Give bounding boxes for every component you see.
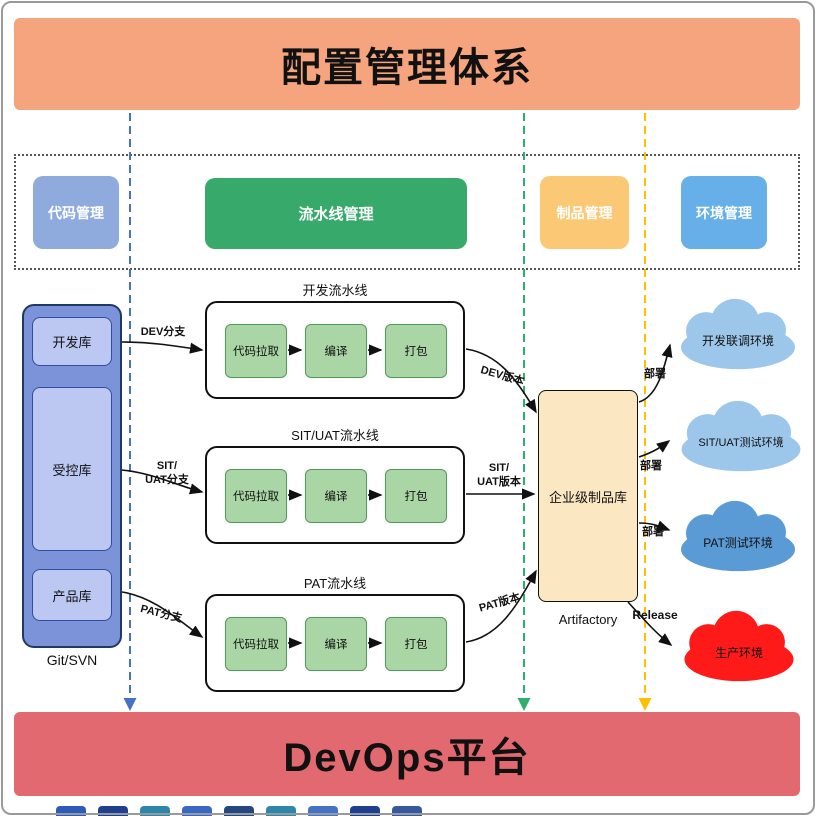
lane-arrow-pipeline bbox=[517, 698, 531, 711]
badge-label: 代码管理 bbox=[48, 204, 104, 221]
env-label: SIT/UAT测试环境 bbox=[698, 437, 784, 449]
repo-product-library: 产品库 bbox=[32, 569, 112, 621]
artifactory-label: Artifactory bbox=[558, 612, 618, 627]
step-code-pull: 代码拉取 bbox=[225, 324, 287, 378]
step-compile: 编译 bbox=[305, 469, 367, 523]
badge-label: 流水线管理 bbox=[298, 206, 374, 223]
badge-label: 制品管理 bbox=[556, 204, 613, 221]
step-code-pull: 代码拉取 bbox=[225, 469, 287, 523]
step-code-pull: 代码拉取 bbox=[225, 617, 287, 671]
arrow-dev-branch bbox=[121, 341, 204, 354]
deploy-label-pat: 部署 bbox=[642, 526, 664, 538]
env-dev-integration-cloud: 开发联调环境 bbox=[668, 296, 808, 372]
git-svn-label: Git/SVN bbox=[46, 652, 98, 668]
repo-dev-library: 开发库 bbox=[32, 317, 112, 366]
cloud-icon bbox=[681, 298, 795, 370]
deploy-label-situat: 部署 bbox=[640, 460, 662, 472]
release-label: Release bbox=[632, 608, 678, 622]
step-package: 打包 bbox=[385, 617, 447, 671]
pipeline-dev: 代码拉取 编译 打包 bbox=[205, 301, 465, 399]
env-label: 开发联调环境 bbox=[701, 333, 774, 348]
step-compile: 编译 bbox=[305, 324, 367, 378]
badge-pipeline-management: 流水线管理 bbox=[205, 178, 467, 249]
cropped-taskbar-icon bbox=[182, 806, 212, 816]
badge-artifact-management: 制品管理 bbox=[540, 176, 629, 249]
step-package: 打包 bbox=[385, 324, 447, 378]
branch-label-dev: DEV分支 bbox=[140, 326, 186, 338]
branch-label-situat: SIT/ UAT分支 bbox=[145, 460, 189, 486]
footer-title: DevOps平台 bbox=[283, 736, 531, 780]
pipeline-situat-title: SIT/UAT流水线 bbox=[291, 428, 379, 443]
bottom-cropped-strip bbox=[0, 806, 816, 816]
deploy-label-dev: 部署 bbox=[644, 368, 666, 380]
pipeline-pat: 代码拉取 编译 打包 bbox=[205, 594, 465, 692]
artifact-label: 企业级制品库 bbox=[548, 489, 627, 505]
repo-controlled-library: 受控库 bbox=[32, 387, 112, 551]
artifact-repo: 企业级制品库 bbox=[538, 390, 638, 602]
repo-label: 开发库 bbox=[52, 335, 92, 350]
cropped-taskbar-icon bbox=[266, 806, 296, 816]
lane-arrow-code bbox=[123, 698, 137, 711]
step-compile: 编译 bbox=[305, 617, 367, 671]
badge-environment-management: 环境管理 bbox=[681, 176, 767, 249]
badge-label: 环境管理 bbox=[696, 204, 752, 221]
cloud-icon bbox=[681, 400, 801, 472]
cropped-taskbar-icon bbox=[140, 806, 170, 816]
branch-label-pat: PAT分支 bbox=[139, 603, 184, 625]
env-label: PAT测试环境 bbox=[703, 535, 773, 550]
category-container bbox=[14, 154, 800, 270]
pipeline-dev-title: 开发流水线 bbox=[302, 283, 368, 298]
cloud-icon bbox=[681, 500, 795, 572]
env-pat-test-cloud: PAT测试环境 bbox=[668, 498, 808, 574]
version-label-pat: PAT版本 bbox=[477, 591, 522, 615]
cropped-taskbar-icon bbox=[98, 806, 128, 816]
cropped-taskbar-icon bbox=[308, 806, 338, 816]
lane-arrow-environment bbox=[638, 698, 652, 711]
repo-label: 受控库 bbox=[52, 462, 92, 478]
version-label-situat: SIT/ UAT版本 bbox=[477, 462, 521, 488]
env-situat-test-cloud: SIT/UAT测试环境 bbox=[668, 398, 814, 474]
cropped-taskbar-icon bbox=[392, 806, 422, 816]
pipeline-pat-title: PAT流水线 bbox=[303, 576, 367, 591]
badge-code-management: 代码管理 bbox=[33, 176, 119, 249]
pipeline-situat: 代码拉取 编译 打包 bbox=[205, 446, 465, 544]
version-label-dev: DEV版本 bbox=[479, 364, 526, 388]
env-label: 生产环境 bbox=[714, 645, 763, 660]
env-production-cloud: 生产环境 bbox=[672, 608, 806, 684]
footer-banner: DevOps平台 bbox=[14, 712, 800, 796]
cropped-taskbar-icon bbox=[56, 806, 86, 816]
repo-label: 产品库 bbox=[52, 588, 92, 604]
header-banner: 配置管理体系 bbox=[14, 18, 800, 110]
step-package: 打包 bbox=[385, 469, 447, 523]
cropped-taskbar-icon bbox=[224, 806, 254, 816]
header-title: 配置管理体系 bbox=[281, 46, 533, 90]
git-svn-container: 开发库 受控库 产品库 bbox=[22, 304, 122, 648]
cloud-icon bbox=[684, 610, 794, 682]
arrow-deploy-situat bbox=[638, 440, 671, 458]
cropped-taskbar-icon bbox=[350, 806, 380, 816]
